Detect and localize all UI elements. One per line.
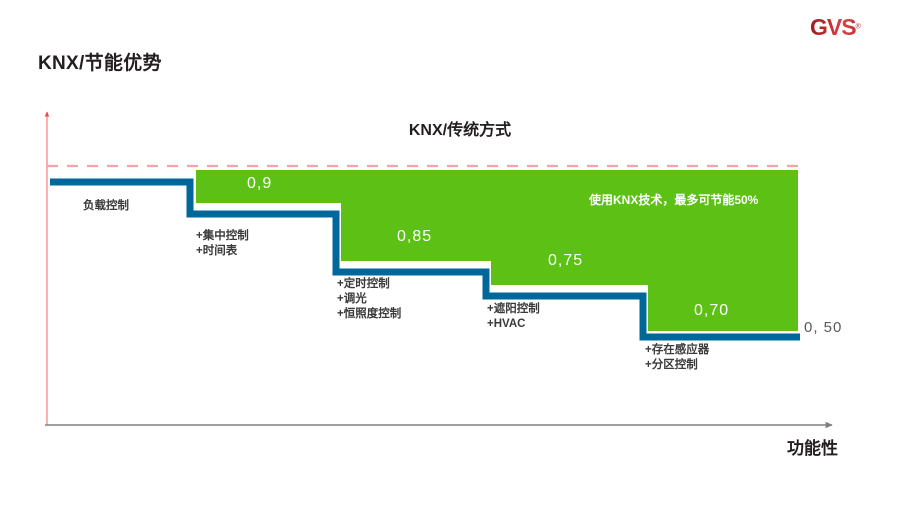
saving-callout: 使用KNX技术，最多可节能50% — [589, 193, 759, 207]
value-label-step-2: 0,85 — [397, 228, 433, 245]
gvs-logo-text: GVS — [810, 14, 857, 40]
step-note-3-line-0: +遮阳控制 — [487, 303, 540, 315]
step-note-2: +定时控制 +调光 +恒照度控制 — [337, 277, 401, 322]
end-value-label: 0, 50 — [804, 319, 843, 336]
step-note-2-line-0: +定时控制 — [337, 278, 390, 290]
step-note-4-line-1: +分区控制 — [645, 359, 698, 371]
step-note-4: +存在感应器 +分区控制 — [645, 343, 709, 373]
step-note-1: +集中控制 +时间表 — [196, 229, 249, 259]
value-label-step-1: 0,9 — [247, 175, 273, 192]
staircase-line — [50, 178, 800, 341]
step-note-1-line-1: +时间表 — [196, 245, 238, 257]
value-label-step-4: 0,70 — [694, 302, 730, 319]
step-note-2-line-2: +恒照度控制 — [337, 308, 402, 320]
value-label-step-3: 0,75 — [548, 252, 584, 269]
step-note-0-line-0: 负载控制 — [83, 200, 129, 212]
page-title: KNX/节能优势 — [38, 53, 162, 74]
step-note-0: 负载控制 — [83, 199, 129, 214]
x-axis-label: 功能性 — [787, 439, 838, 458]
staircase-area — [48, 170, 798, 331]
trademark-icon: ® — [855, 23, 861, 31]
step-note-2-line-1: +调光 — [337, 293, 367, 305]
step-note-3-line-1: +HVAC — [487, 318, 526, 330]
step-note-4-line-0: +存在感应器 — [645, 344, 710, 356]
gvs-logo: GVS® — [810, 14, 882, 40]
step-note-3: +遮阳控制 +HVAC — [487, 302, 540, 332]
chart-title: KNX/传统方式 — [408, 122, 512, 139]
step-note-1-line-0: +集中控制 — [196, 230, 249, 242]
